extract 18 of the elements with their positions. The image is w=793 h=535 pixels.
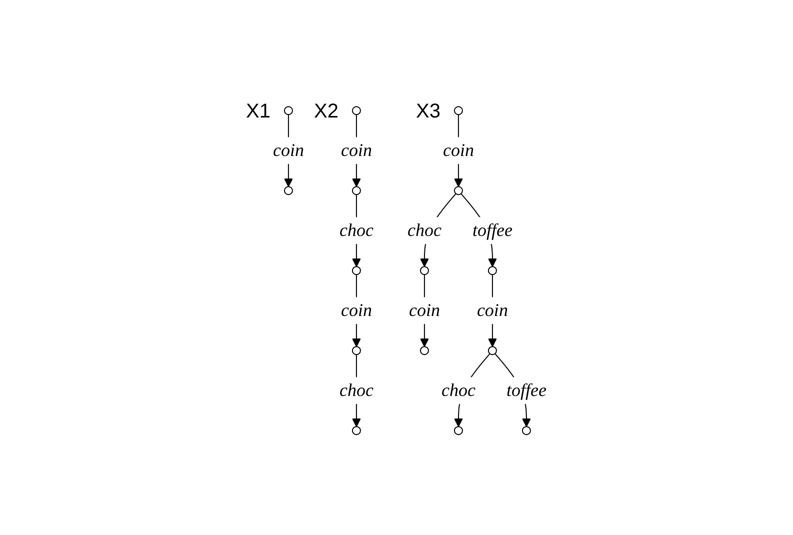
circle-node: [454, 106, 464, 116]
node-caption: X2: [314, 100, 339, 123]
circle-node: [352, 426, 362, 436]
circle-node: [420, 266, 430, 276]
circle-node: [352, 266, 362, 276]
circle-node: [352, 346, 362, 356]
node-caption: X1: [246, 100, 271, 123]
node-caption: X3: [416, 100, 441, 123]
circle-node: [352, 186, 362, 196]
circle-node: [454, 186, 464, 196]
circle-node: [488, 346, 498, 356]
circle-node: [522, 426, 532, 436]
circle-node: [352, 106, 362, 116]
circle-node: [454, 426, 464, 436]
circle-node: [488, 266, 498, 276]
circle-node: [420, 346, 430, 356]
circle-node: [284, 106, 294, 116]
circle-node: [284, 186, 294, 196]
